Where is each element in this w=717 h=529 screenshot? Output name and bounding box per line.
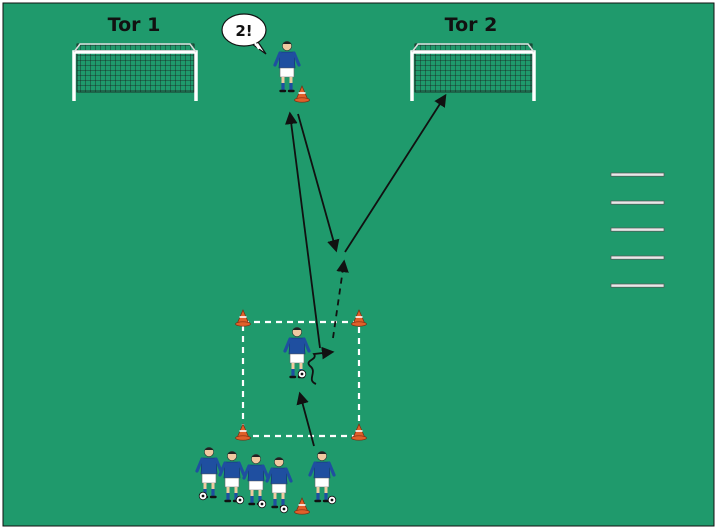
run-arrow	[332, 259, 349, 339]
goal-2-label: Tor 2	[445, 14, 498, 36]
ball	[279, 504, 289, 514]
goal-2	[410, 43, 536, 101]
ball	[327, 495, 337, 505]
movement-arrows	[285, 93, 447, 447]
ball	[198, 491, 208, 501]
dribbling-zone	[241, 320, 361, 438]
goal-1-label: Tor 1	[108, 14, 161, 36]
return-pass-arrow	[297, 113, 340, 253]
ball	[297, 369, 307, 379]
ball	[235, 495, 245, 505]
speech-bubble: 2!	[221, 13, 267, 55]
speech-bubble-text: 2!	[235, 22, 252, 40]
pass-arrow	[296, 391, 315, 447]
pass-arrow	[285, 111, 321, 349]
ball	[257, 499, 267, 509]
dribble-arrow	[307, 346, 335, 385]
shot-arrow	[344, 93, 447, 253]
side-markers	[610, 172, 665, 288]
goal-1	[72, 43, 198, 101]
